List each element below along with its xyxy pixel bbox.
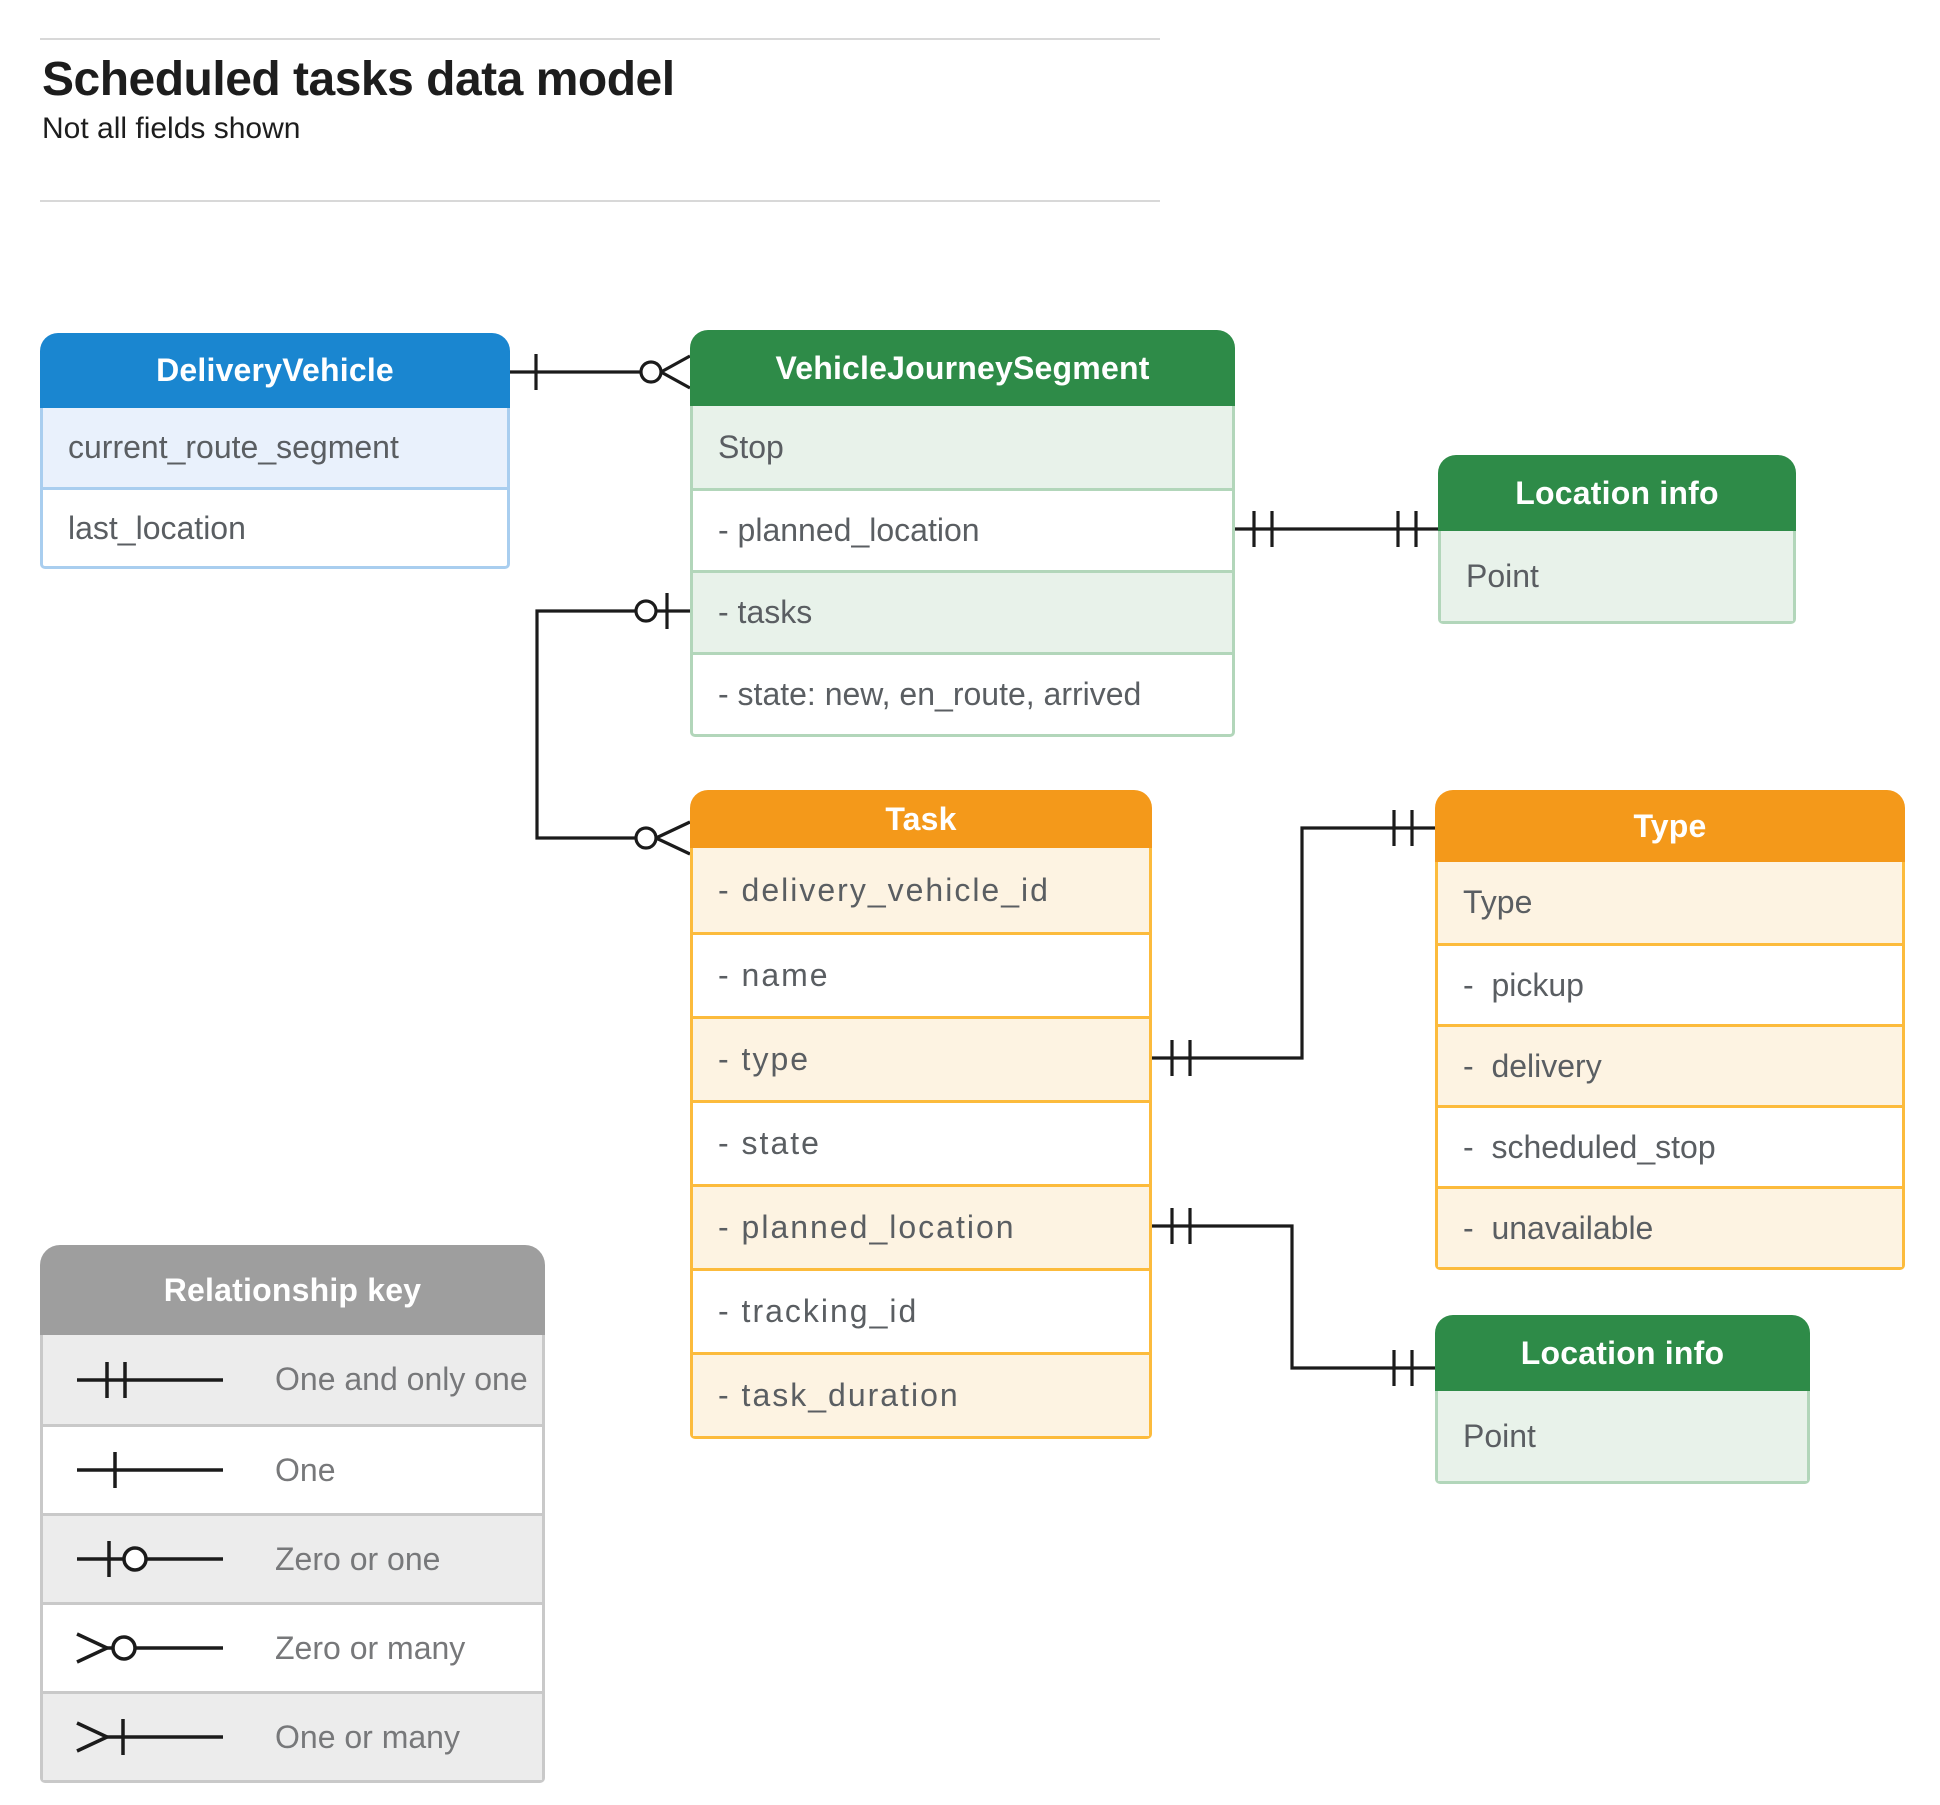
zero-or-one-icon — [73, 1537, 233, 1581]
one-or-many-icon — [73, 1715, 233, 1759]
divider-top — [40, 38, 1160, 40]
entity-row-scheduled-stop: - scheduled_stop — [1438, 1105, 1902, 1186]
relationship-key: Relationship key One and only one One Ze… — [40, 1245, 545, 1783]
entity-row-unavailable: - unavailable — [1438, 1186, 1902, 1267]
entity-header-delivery-vehicle: DeliveryVehicle — [40, 333, 510, 408]
entity-delivery-vehicle: DeliveryVehicle current_route_segment la… — [40, 333, 510, 569]
key-label: Zero or many — [275, 1629, 466, 1666]
key-row-one-and-only-one: One and only one — [43, 1335, 542, 1424]
entity-row-planned-location: - planned_location — [693, 488, 1232, 570]
entity-row-planned-location: - planned_location — [693, 1184, 1149, 1268]
entity-row-delivery-vehicle-id: - delivery_vehicle_id — [693, 848, 1149, 932]
key-row-one-or-many: One or many — [43, 1691, 542, 1780]
entity-row-type-label: Type — [1438, 862, 1902, 943]
entity-row-point: Point — [1438, 1391, 1807, 1481]
entity-row-tracking-id: - tracking_id — [693, 1268, 1149, 1352]
entity-task: Task - delivery_vehicle_id - name - type… — [690, 790, 1152, 1439]
entity-row-type: - type — [693, 1016, 1149, 1100]
connector-vjs-plannedlocation-to-locationinfo — [1233, 511, 1440, 547]
zero-or-many-icon — [73, 1626, 233, 1670]
entity-vehicle-journey-segment: VehicleJourneySegment Stop - planned_loc… — [690, 330, 1235, 737]
key-label: One or many — [275, 1718, 460, 1755]
entity-row-point: Point — [1441, 531, 1793, 621]
entity-header-type: Type — [1435, 790, 1905, 862]
one-icon — [73, 1448, 233, 1492]
key-row-one: One — [43, 1424, 542, 1513]
page-title: Scheduled tasks data model — [42, 53, 675, 106]
entity-header-task: Task — [690, 790, 1152, 848]
page-subtitle: Not all fields shown — [42, 112, 301, 145]
key-label: One — [275, 1451, 336, 1488]
connector-deliveryvehicle-to-vehiclejourneysegment — [510, 354, 691, 390]
entity-row-pickup: - pickup — [1438, 943, 1902, 1024]
entity-row-name: - name — [693, 932, 1149, 1016]
entity-row-stop: Stop — [693, 406, 1232, 488]
connector-vjs-tasks-to-task — [535, 593, 691, 856]
one-and-only-one-icon — [73, 1358, 233, 1402]
entity-row-tasks: - tasks — [693, 570, 1232, 652]
entity-header-location-info-top: Location info — [1438, 455, 1796, 531]
entity-row-last-location: last_location — [43, 487, 507, 566]
entity-row-state: - state — [693, 1100, 1149, 1184]
key-row-zero-or-one: Zero or one — [43, 1513, 542, 1602]
entity-type: Type Type - pickup - delivery - schedule… — [1435, 790, 1905, 1270]
entity-header-vehicle-journey-segment: VehicleJourneySegment — [690, 330, 1235, 406]
key-label: One and only one — [275, 1361, 528, 1397]
entity-location-info-bottom: Location info Point — [1435, 1315, 1810, 1484]
entity-row-current-route-segment: current_route_segment — [43, 408, 507, 487]
entity-location-info-top: Location info Point — [1438, 455, 1796, 624]
entity-header-location-info-bottom: Location info — [1435, 1315, 1810, 1391]
divider-bottom — [40, 200, 1160, 202]
key-label: Zero or one — [275, 1540, 441, 1577]
relationship-key-header: Relationship key — [40, 1245, 545, 1335]
connector-task-type-to-type — [1150, 810, 1437, 1076]
entity-row-delivery: - delivery — [1438, 1024, 1902, 1105]
entity-row-state: - state: new, en_route, arrived — [693, 652, 1232, 734]
connector-task-plannedlocation-to-locationinfo — [1150, 1208, 1437, 1386]
key-row-zero-or-many: Zero or many — [43, 1602, 542, 1691]
entity-row-task-duration: - task_duration — [693, 1352, 1149, 1436]
